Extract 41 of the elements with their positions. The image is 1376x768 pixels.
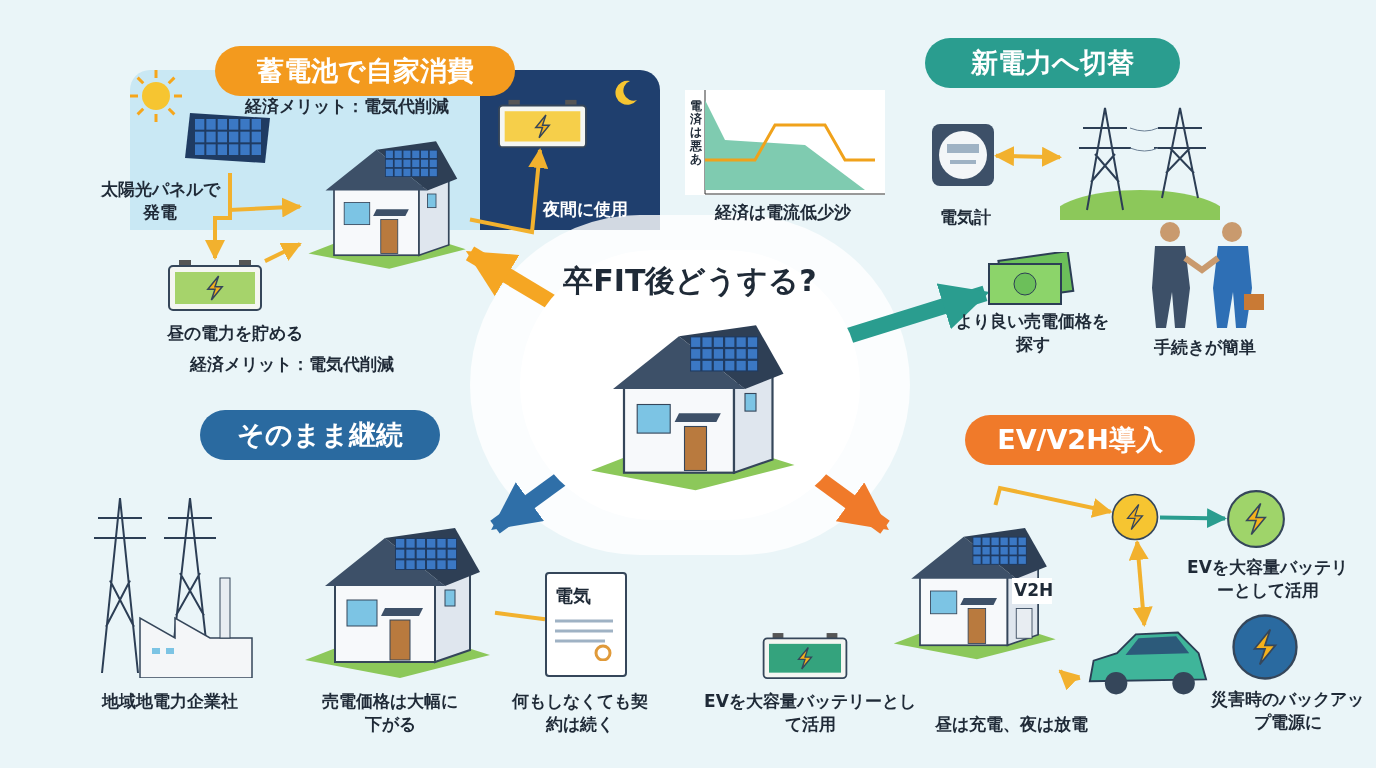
node-label: より良い売電価格を探す <box>955 310 1110 357</box>
heading-pill: 蓄電池で自家消費 <box>215 46 515 96</box>
arrow <box>994 146 1062 167</box>
node-label: 手続きが簡単 <box>1153 336 1257 359</box>
node-label: EVを大容量バッテリーとして活用 <box>1186 556 1349 603</box>
node-label: 昼の電力を貯める <box>166 322 304 345</box>
axis-label: 電済は悪あ <box>690 100 702 166</box>
node-label: 電気計 <box>938 206 992 229</box>
document-title: 電気 <box>555 584 592 608</box>
night-battery-drawing <box>495 98 590 150</box>
money-drawing <box>985 252 1075 307</box>
node-label: 太陽光パネルで発電 <box>100 178 220 225</box>
centre-question: 卒FIT後どうする? <box>563 262 817 300</box>
arrow <box>1159 508 1227 529</box>
heading-pill: そのまま継続 <box>200 410 440 460</box>
node-label: 地域地電力企業社 <box>100 690 239 713</box>
node-label: 売電価格は大幅に下がる <box>321 690 459 737</box>
arrow <box>264 242 302 263</box>
note-text: 経済メリット：電気代削減 <box>245 95 450 118</box>
heading-pill: EV/V2H導入 <box>965 415 1195 465</box>
battery-drawing <box>165 258 265 313</box>
note-text: 昼は充電、夜は放電 <box>935 713 1089 736</box>
bolt-circle-icon <box>1110 492 1160 542</box>
node-label: 何もしなくても契約は続く <box>511 690 649 737</box>
node-label: 夜間に使用 <box>541 198 629 221</box>
arrow <box>1128 539 1153 627</box>
note-text: V2H <box>1012 578 1052 604</box>
meter-drawing <box>930 122 996 188</box>
note-text: 経済メリット：電気代削減 <box>190 353 395 376</box>
bolt-circle-icon <box>1230 612 1300 682</box>
document-card <box>545 572 627 677</box>
note-text: 経済は電流低少沙 <box>715 201 852 224</box>
arrow <box>993 485 1113 518</box>
arrow <box>845 283 990 344</box>
arrow <box>469 148 549 235</box>
arrow <box>1058 669 1081 691</box>
node-label: 災害時のバックアップ電源に <box>1210 688 1365 735</box>
bolt-circle-icon <box>1225 488 1287 550</box>
node-label: EVを大容量バッテリーとして活用 <box>703 690 917 737</box>
ev-battery-drawing <box>760 630 850 682</box>
heading-pill: 新電力へ切替 <box>925 38 1180 88</box>
